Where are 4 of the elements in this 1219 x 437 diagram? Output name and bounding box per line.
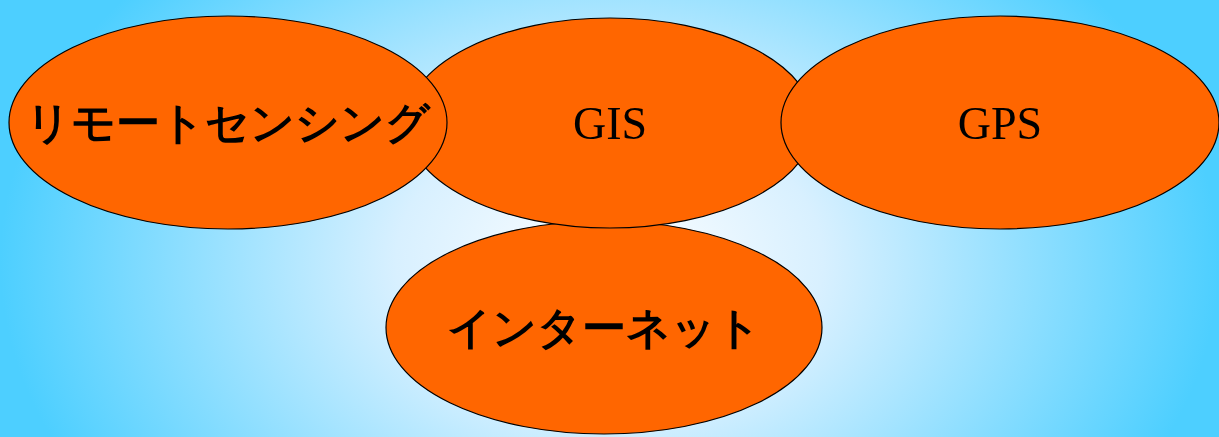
ellipse-label: リモートセンシング [26, 95, 430, 149]
ellipse-label: GIS [572, 96, 648, 150]
ellipse-label: インターネット [447, 300, 761, 354]
ellipse-label: GPS [957, 96, 1043, 149]
